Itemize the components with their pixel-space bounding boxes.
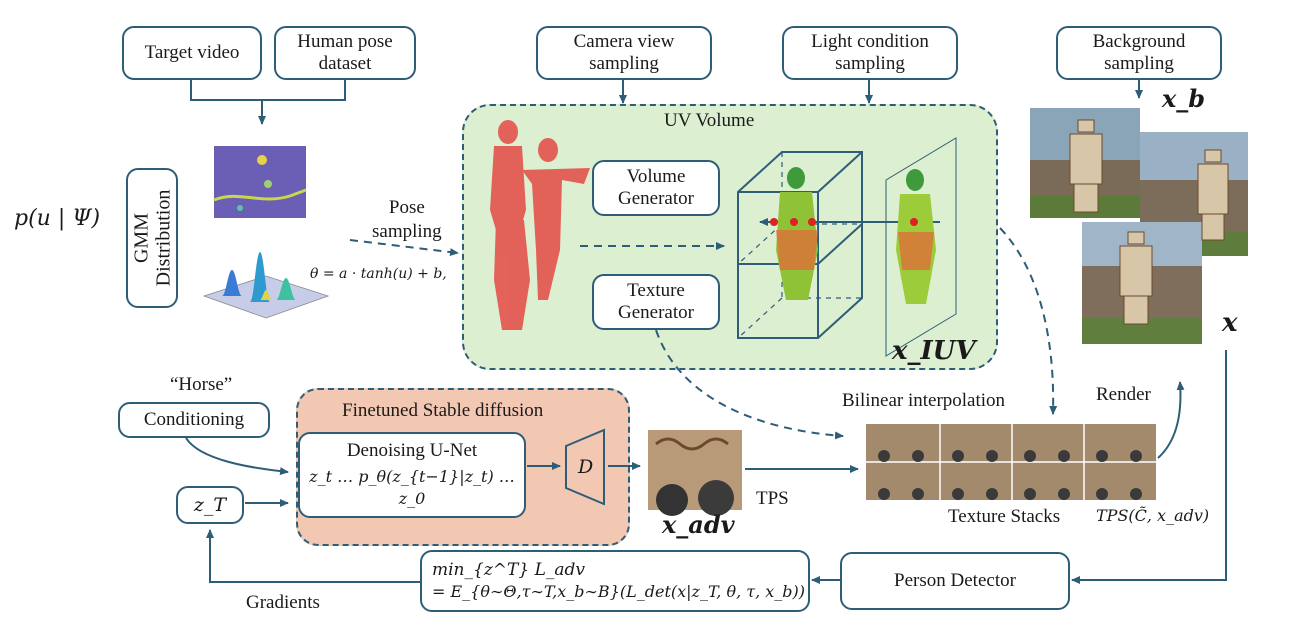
horse-prompt-label: “Horse” bbox=[170, 374, 233, 395]
person-detector-box: Person Detector bbox=[840, 552, 1070, 610]
denoising-unet-box: Denoising U-Net z_t … p_θ(z_{t−1}|z_t) …… bbox=[298, 432, 526, 518]
gmm-3d-plot bbox=[202, 252, 330, 319]
adversarial-texture-image bbox=[648, 430, 742, 516]
gmm-prior-label: p(u | Ψ) bbox=[14, 206, 101, 231]
human-pose-dataset-box: Human pose dataset bbox=[274, 26, 416, 80]
gmm-2d-plot bbox=[213, 146, 307, 218]
uv-figure bbox=[776, 167, 936, 304]
x-symbol: x bbox=[1222, 308, 1238, 338]
render-label: Render bbox=[1096, 384, 1151, 405]
decoder-label: D bbox=[578, 456, 594, 478]
xb-symbol: x_b bbox=[1162, 84, 1206, 113]
gradients-label: Gradients bbox=[246, 592, 320, 613]
target-video-box: Target video bbox=[122, 26, 262, 80]
pose-formula: θ = a · tanh(u) + b, bbox=[310, 266, 447, 282]
bilinear-interpolation-label: Bilinear interpolation bbox=[842, 390, 1006, 411]
adversarial-objective-box: min_{z^T} L_adv = E_{θ∼Θ,τ∼T,x_b∼B}(L_de… bbox=[420, 550, 810, 612]
zT-box: z_T bbox=[176, 486, 244, 524]
x-iuv-symbol: x_IUV bbox=[892, 336, 976, 366]
human-mesh-figures bbox=[490, 120, 590, 330]
pose-sampling-label: Pose sampling bbox=[372, 197, 442, 242]
uv-volume-title: UV Volume bbox=[664, 110, 755, 131]
tps-label: TPS bbox=[756, 488, 789, 509]
light-condition-sampling-box: Light condition sampling bbox=[782, 26, 958, 80]
x-adv-symbol: x_adv bbox=[662, 510, 735, 539]
gmm-distribution-box: GMM Distribution bbox=[126, 168, 178, 308]
volume-generator-box: Volume Generator bbox=[592, 160, 720, 216]
conditioning-box: Conditioning bbox=[118, 402, 270, 438]
background-sampling-box: Background sampling bbox=[1056, 26, 1222, 80]
finetuned-stable-diffusion-title: Finetuned Stable diffusion bbox=[342, 400, 544, 421]
texture-stacks-label: Texture Stacks bbox=[948, 506, 1061, 527]
texture-generator-box: Texture Generator bbox=[592, 274, 720, 330]
camera-view-sampling-box: Camera view sampling bbox=[536, 26, 712, 80]
tps-formula: TPS(C̃, x_adv) bbox=[1096, 506, 1210, 525]
texture-stacks-image bbox=[866, 424, 1156, 500]
background-photos bbox=[1030, 108, 1248, 344]
